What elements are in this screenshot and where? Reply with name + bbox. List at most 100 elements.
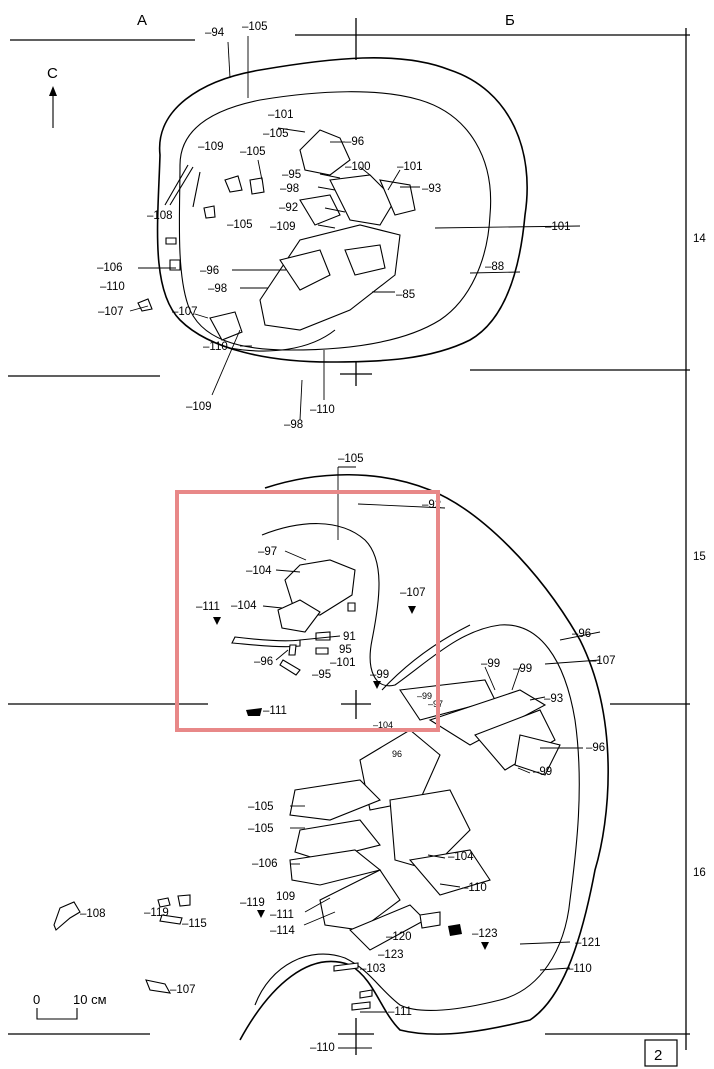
lower-bone-cluster: [53, 679, 561, 1011]
elevation-label: –110: [100, 281, 125, 293]
column-label-a: А: [137, 12, 147, 29]
elevation-label: –110: [310, 1042, 335, 1054]
elevation-label: –99: [513, 663, 532, 675]
elevation-label: –105: [240, 146, 266, 158]
scale-value: 10 см: [73, 992, 107, 1007]
elevation-label: –107: [98, 306, 124, 318]
elevation-label: –110: [567, 963, 592, 975]
grid-lines: [8, 18, 690, 1055]
elevation-label: –97: [258, 546, 277, 558]
elevation-label: –85: [396, 289, 415, 301]
elevation-label: –105: [242, 21, 268, 33]
elevation-label: –121: [575, 937, 601, 949]
figure-number: 2: [654, 1047, 662, 1064]
scale-bar: [36, 1008, 78, 1020]
elevation-label: –103: [360, 963, 386, 975]
elevation-label: 91: [343, 631, 356, 643]
elevation-label: –100: [345, 161, 371, 173]
elevation-label: –109: [186, 401, 212, 413]
elevation-label: –101: [268, 109, 294, 121]
elevation-label: –98: [208, 283, 227, 295]
column-label-b: Б: [505, 12, 515, 29]
elevation-label: 96: [392, 749, 402, 759]
elevation-label: –111: [196, 601, 220, 613]
elevation-label: –104: [231, 600, 257, 612]
row-label-15: 15: [693, 551, 706, 563]
elevation-label: –105: [263, 128, 289, 140]
leader-lines: [129, 36, 601, 1049]
north-arrow-icon: [49, 86, 57, 128]
elevation-label: –95: [282, 169, 301, 181]
elevation-label: –123: [378, 949, 404, 961]
elevation-label: –115: [182, 918, 207, 930]
elevation-label: –97: [428, 699, 443, 709]
scale-zero: 0: [33, 992, 40, 1007]
elevation-label: 95: [339, 644, 352, 656]
elevation-label: –105: [338, 453, 364, 465]
upper-bone-cluster: [137, 129, 416, 352]
elevation-label: –95: [312, 669, 331, 681]
elevation-label: –108: [147, 210, 173, 222]
elevation-label: –107: [172, 306, 198, 318]
figure-number-box: [644, 1039, 678, 1067]
elevation-label: –104: [373, 720, 393, 730]
lower-pit-step: [381, 624, 471, 691]
north-label: С: [47, 65, 58, 82]
elevation-label: –92: [279, 202, 298, 214]
elevation-label: –119: [144, 907, 169, 919]
elevation-label: –101: [545, 221, 571, 233]
elevation-label: –110: [310, 404, 335, 416]
elevation-label: –93: [544, 693, 563, 705]
elevation-label: –109: [270, 221, 296, 233]
elevation-label: –101: [330, 657, 356, 669]
upper-pit-inner: [178, 91, 492, 351]
elevation-label: –105: [248, 801, 274, 813]
elevation-label: –111: [263, 705, 287, 717]
elevation-markers: [213, 606, 489, 950]
elevation-label: –110: [462, 882, 487, 894]
elevation-label: –109: [198, 141, 224, 153]
elevation-label: –104: [246, 565, 272, 577]
upper-pit-outer: [156, 57, 528, 363]
elevation-label: –108: [80, 908, 106, 920]
elevation-label: –96: [254, 656, 273, 668]
elevation-label: –96: [200, 265, 219, 277]
elevation-label: –98: [280, 183, 299, 195]
elevation-label: –107: [170, 984, 196, 996]
highlight-box: [175, 490, 440, 732]
elevation-labels: –94 –105 –101 –105 –96 –109 –105 –100 –1…: [80, 21, 616, 1054]
elevation-label: –111: [388, 1006, 412, 1018]
lower-pit-inner: [254, 523, 580, 1011]
row-label-14: 14: [693, 233, 706, 245]
elevation-label: –119: [240, 897, 265, 909]
middle-bone-cluster: [231, 559, 356, 716]
elevation-label: 109: [276, 891, 295, 903]
elevation-label: –114: [270, 925, 295, 937]
row-label-16: 16: [693, 867, 706, 879]
elevation-label: –99: [417, 691, 432, 701]
elevation-label: –98: [284, 419, 303, 431]
elevation-label: –104: [448, 851, 474, 863]
elevation-label: –107: [590, 655, 616, 667]
elevation-label: –110: [203, 341, 228, 353]
elevation-label: –111: [270, 909, 294, 921]
elevation-label: –123: [472, 928, 498, 940]
elevation-label: –93: [422, 183, 441, 195]
elevation-label: –99: [370, 669, 389, 681]
elevation-label: –105: [227, 219, 253, 231]
elevation-label: –94: [205, 27, 225, 39]
elevation-label: –88: [485, 261, 504, 273]
elevation-label: –120: [386, 931, 412, 943]
elevation-label: –106: [252, 858, 278, 870]
elevation-label: –96: [572, 628, 591, 640]
elevation-label: –105: [248, 823, 274, 835]
elevation-label: –106: [97, 262, 123, 274]
elevation-label: –101: [397, 161, 423, 173]
elevation-label: –99: [533, 766, 552, 778]
lower-pit-outer: [239, 473, 609, 1041]
elevation-label: –96: [586, 742, 605, 754]
elevation-label: –99: [481, 658, 500, 670]
elevation-label: –107: [400, 587, 426, 599]
